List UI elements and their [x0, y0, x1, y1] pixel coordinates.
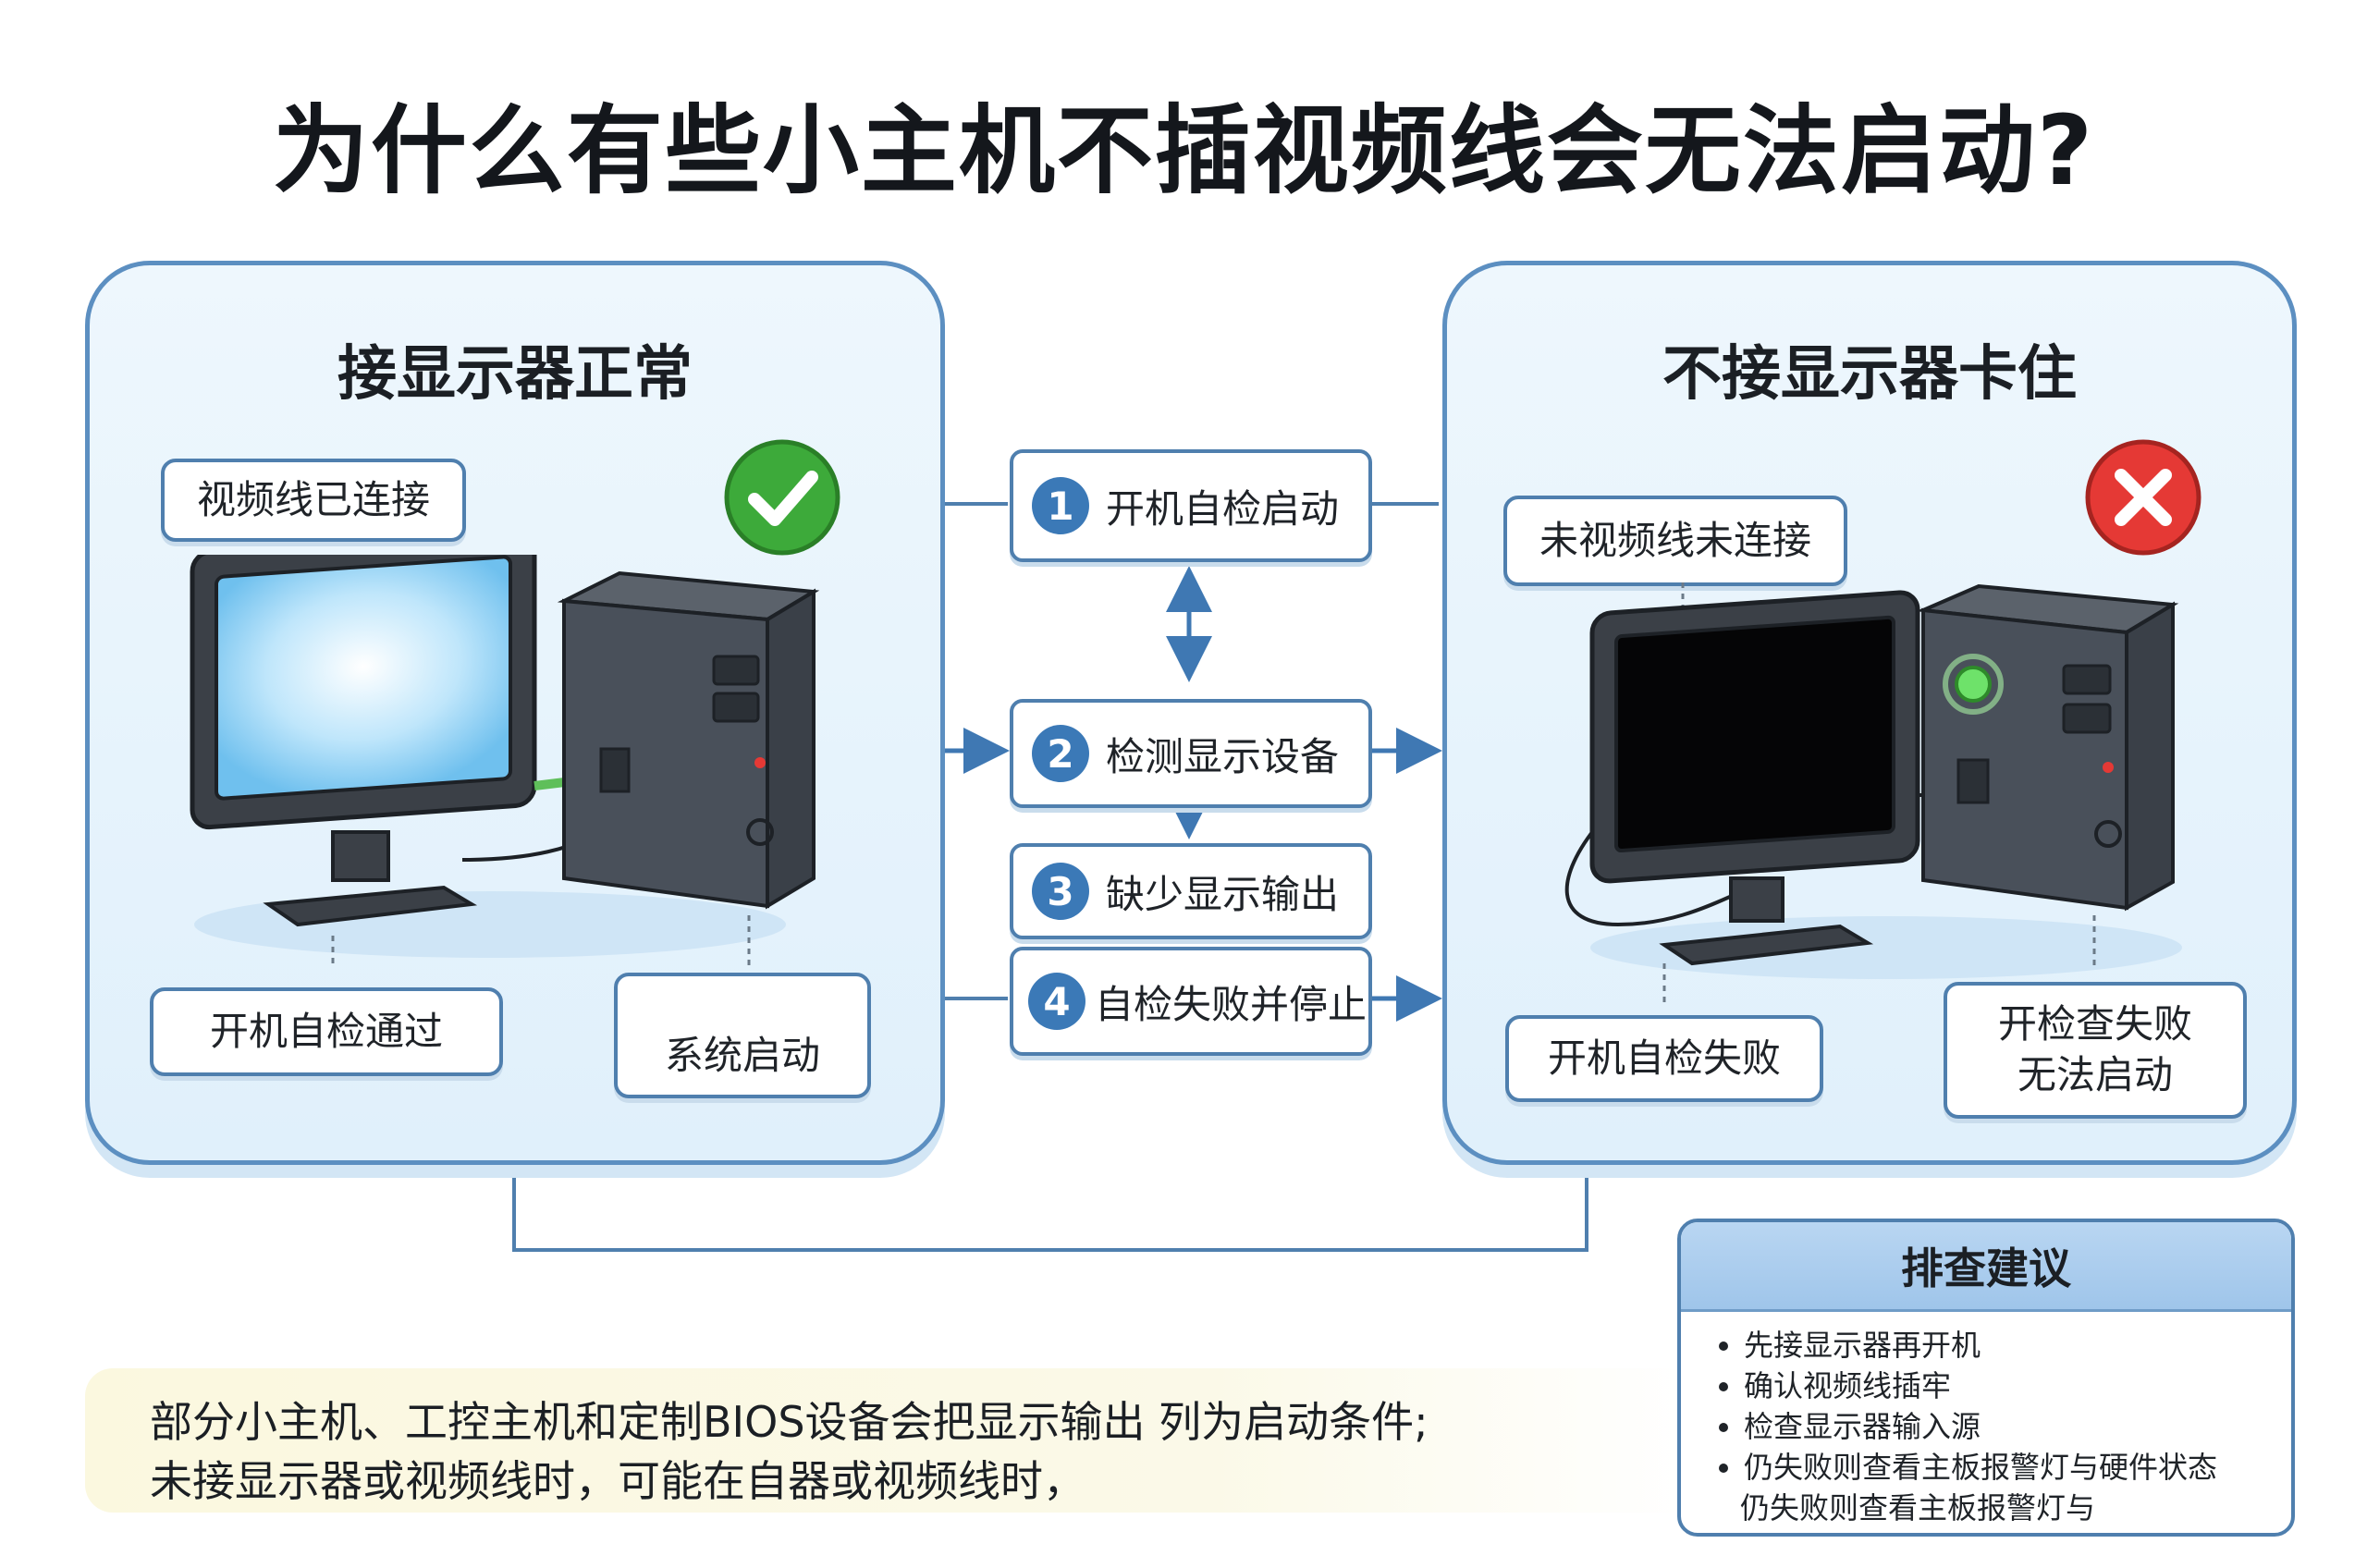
tip-item: 先接显示器再开机 [1744, 1325, 2291, 1366]
step-1: 1 开机自检启动 [1010, 449, 1372, 562]
tip-item: 确认视频线插牢 [1744, 1366, 2291, 1406]
step-1-label: 开机自检启动 [1106, 485, 1340, 532]
system-boot-label: 系统启动 [614, 973, 871, 1098]
tip-item: 检查显示器输入源 [1744, 1406, 2291, 1447]
step-2: 2 检测显示设备 [1010, 699, 1372, 808]
tips-title: 排查建议 [1681, 1222, 2291, 1312]
connected-panel-title: 接显示器正常 [337, 340, 693, 409]
cable-connected-label: 视频线已连接 [161, 459, 466, 542]
boot-fail-label: 开检查失败 无法启动 [1944, 982, 2247, 1119]
tips-list: 先接显示器再开机 确认视频线插牢 检查显示器输入源 仍失败则查看主板报警灯与硬件… [1681, 1325, 2291, 1528]
error-x-icon [2085, 439, 2201, 556]
troubleshooting-tips: 排查建议 先接显示器再开机 确认视频线插牢 检查显示器输入源 仍失败则查看主板报… [1677, 1219, 2295, 1537]
post-fail-label: 开机自检失败 [1505, 1015, 1823, 1102]
disconnected-panel-title: 不接显示器卡住 [1662, 340, 2077, 409]
step-4-number: 4 [1028, 973, 1085, 1030]
step-2-label: 检测显示设备 [1106, 733, 1340, 779]
boot-fail-line-2: 无法启动 [2017, 1052, 2173, 1097]
cable-missing-label: 未视频线未连接 [1503, 496, 1847, 586]
tip-item-continuation: 仍失败则查看主板报警灯与 [1740, 1490, 2096, 1525]
step-3-number: 3 [1032, 863, 1089, 920]
step-4-label: 自检失败并停止 [1095, 981, 1367, 1027]
page-title: 为什么有些小主机不插视频线会无法启动? [272, 94, 2095, 207]
check-icon [724, 439, 840, 556]
note-line-1: 部分小主机、工控主机和定制BIOS设备会把显示输出 列为启动条件; [150, 1397, 1429, 1447]
step-1-number: 1 [1032, 477, 1089, 534]
note-line-2: 未接显示器或视频线时，可能在自器或视频线时， [150, 1456, 1085, 1506]
tip-item: 仍失败则查看主板报警灯与硬件状态 [1744, 1447, 2291, 1488]
post-pass-label: 开机自检通过 [150, 987, 503, 1076]
monitor-on-illustration [190, 555, 820, 969]
explanation-note: 部分小主机、工控主机和定制BIOS设备会把显示输出 列为启动条件; 未接显示器或… [85, 1368, 1694, 1513]
boot-fail-line-1: 开检查失败 [1997, 1001, 2192, 1047]
system-boot-text: 系统启动 [664, 1033, 820, 1079]
step-2-number: 2 [1032, 725, 1089, 782]
monitor-off-illustration [1564, 582, 2182, 1004]
step-4: 4 自检失败并停止 [1010, 947, 1372, 1056]
step-3: 3 缺少显示输出 [1010, 843, 1372, 939]
step-3-label: 缺少显示输出 [1106, 871, 1340, 917]
